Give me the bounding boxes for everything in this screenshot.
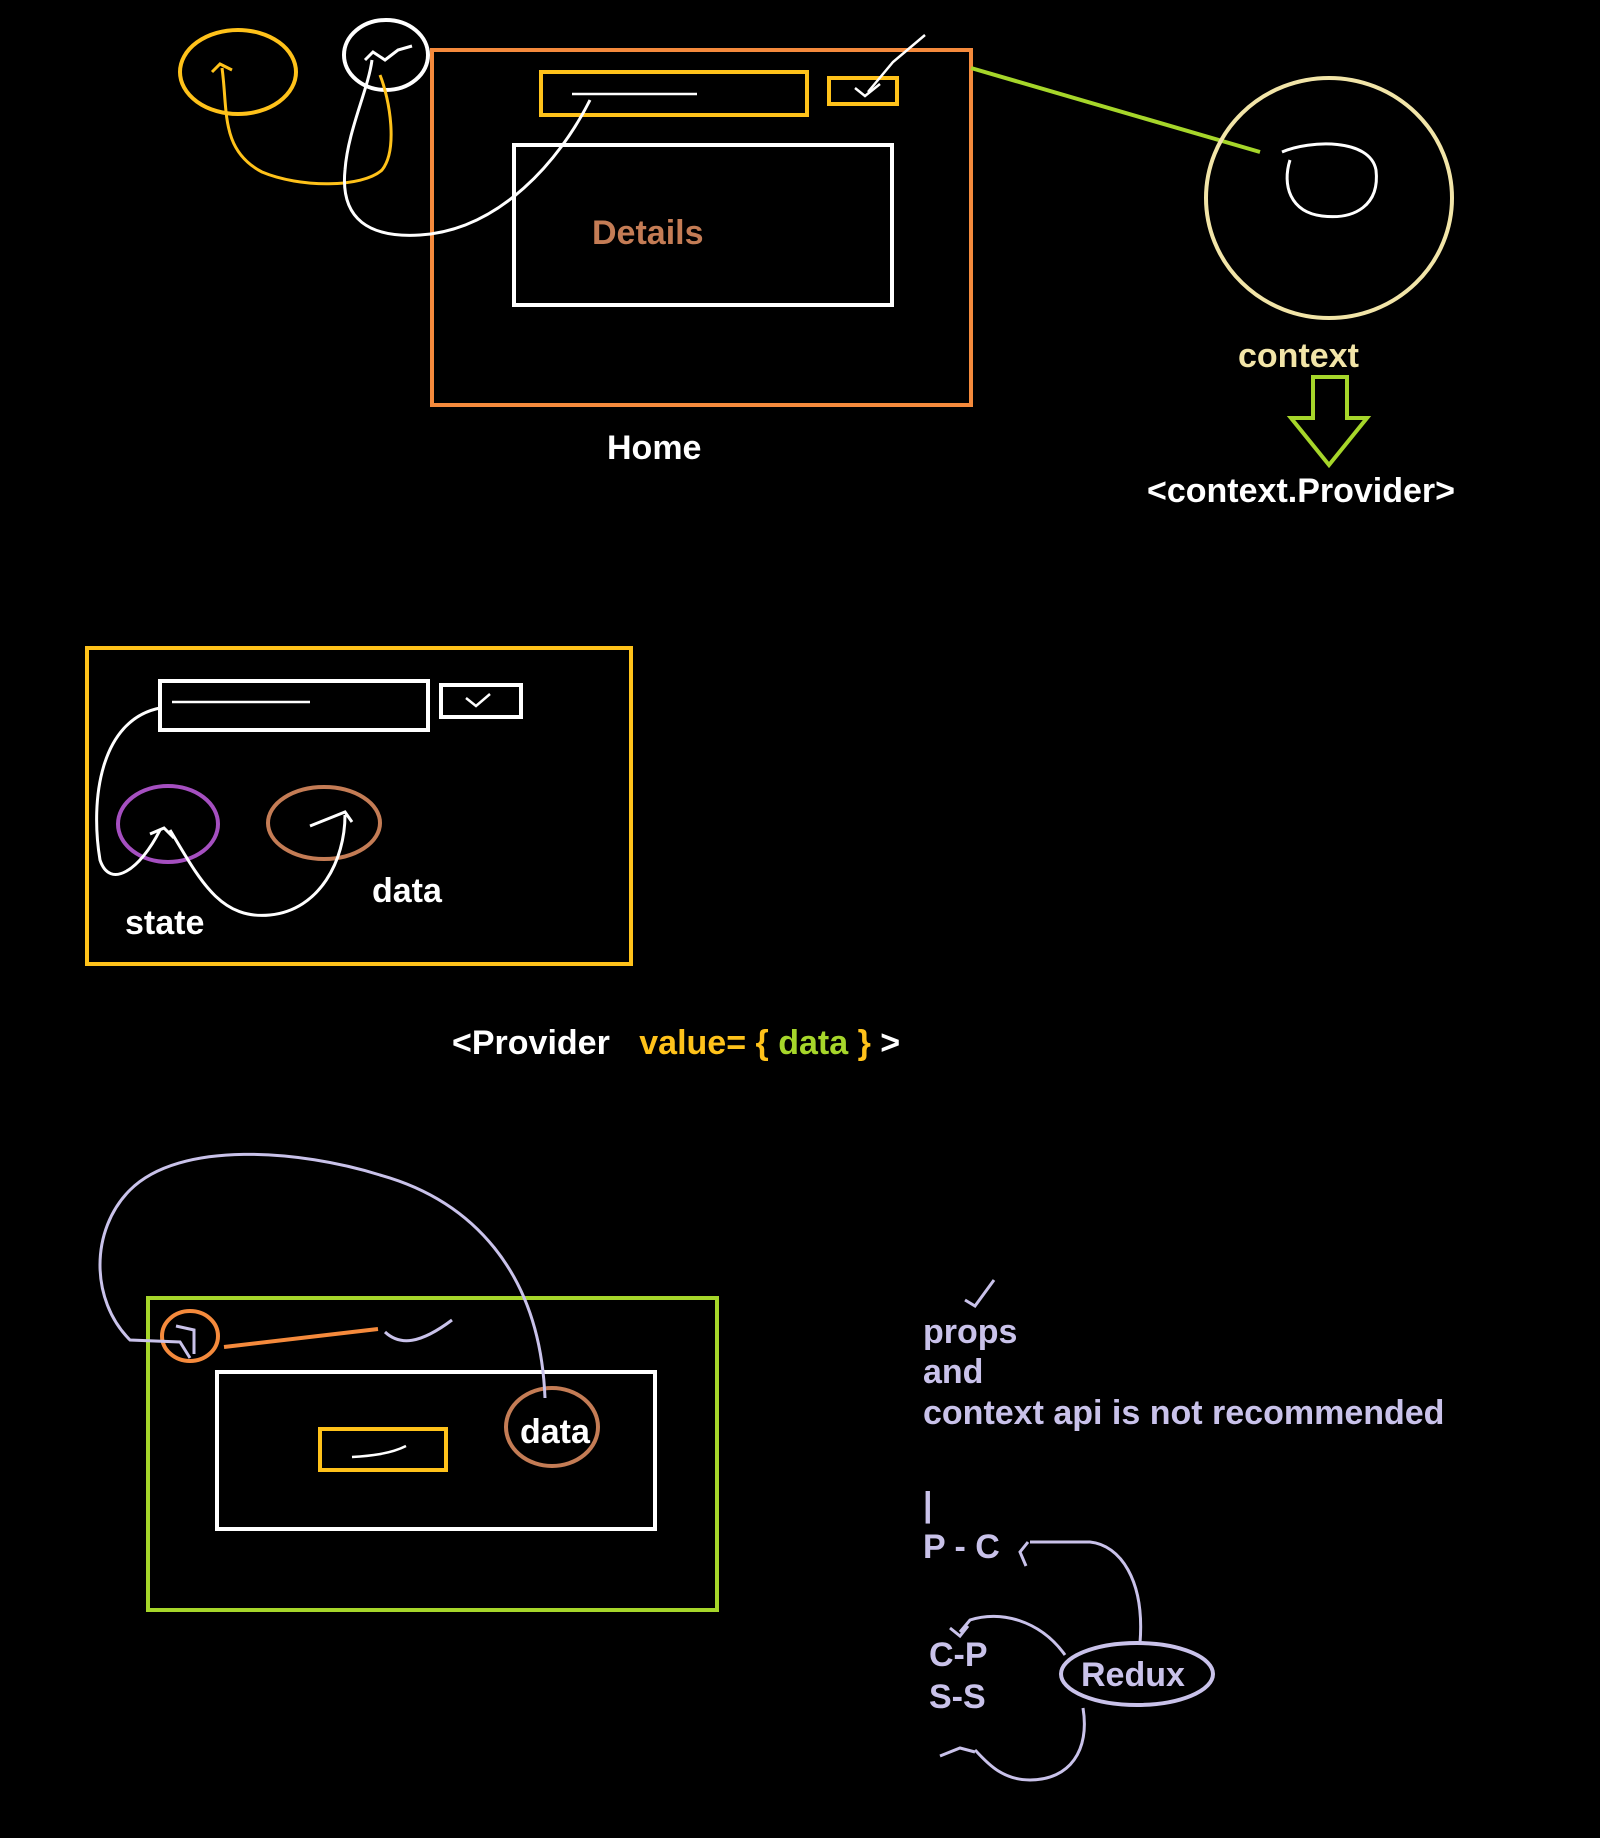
provider-brace-open: { (756, 1024, 769, 1062)
parent-component-box (85, 646, 633, 966)
bottom-section: data (98, 1152, 719, 1612)
provider-value-code: <Provider value= { data } > (452, 1024, 900, 1062)
consumer-data-label: data (520, 1413, 591, 1451)
details-label: Details (592, 214, 704, 252)
note-context-api: context api is not recommended (923, 1394, 1444, 1432)
notes-section: props and context api is not recommended… (923, 1279, 1444, 1782)
props-check-mark (964, 1279, 996, 1308)
mid-input-to-state-curve (95, 706, 162, 876)
pc-arrow-head (1018, 1541, 1030, 1567)
context-inner-scribble (1281, 142, 1378, 219)
lavender-check-mark (383, 1318, 453, 1343)
button-check-stroke (867, 34, 926, 93)
yellow-state-circle (178, 28, 298, 116)
redux-to-cp-curve (958, 1614, 1067, 1656)
state-label: state (125, 904, 204, 942)
lavender-arrow-head (175, 1324, 196, 1354)
brown-consumer-data-circle (504, 1386, 600, 1468)
note-pc: P - C (923, 1528, 1000, 1566)
note-ss: S-S (929, 1678, 986, 1716)
note-and: and (923, 1353, 983, 1391)
redux-to-pc-curve (1030, 1540, 1143, 1644)
cp-arrow-head (949, 1625, 970, 1639)
details-component-box (512, 143, 894, 307)
lavender-long-connector (98, 1152, 547, 1399)
button-box (827, 76, 899, 106)
orange-link-line (223, 1327, 379, 1349)
yellow-arrow-head (210, 62, 233, 74)
note-pipe: | (923, 1486, 933, 1524)
context-label: context (1238, 337, 1359, 375)
provider-value-var: data (778, 1024, 849, 1062)
home-label: Home (607, 429, 701, 467)
context-circle (1204, 76, 1454, 320)
provider-value-attr: value= (639, 1024, 746, 1062)
provider-tag-open: <Provider (452, 1024, 610, 1062)
mid-button-check (465, 693, 491, 708)
context-link-line (970, 66, 1261, 154)
redux-label: Redux (1081, 1656, 1185, 1694)
consumer-inner-box (215, 1370, 657, 1531)
top-section: Details Home context <context.Provider> (178, 18, 1455, 510)
mid-button-box (439, 683, 523, 719)
ss-arrow-head (939, 1746, 976, 1758)
yellow-connector-curve (220, 67, 393, 186)
purple-state-circle (116, 784, 220, 864)
input-field-box (539, 70, 809, 117)
white-check-mark (363, 44, 413, 62)
mid-input-field-box (158, 679, 430, 732)
brown-data-circle (266, 785, 382, 861)
context-provider-label: <context.Provider> (1147, 472, 1455, 510)
provider-tag-close: > (880, 1024, 900, 1062)
home-component-box (430, 48, 973, 407)
down-arrow-icon (1286, 375, 1372, 469)
data-arrow-head (309, 810, 354, 828)
state-to-data-curve (168, 814, 347, 917)
note-props: props (923, 1313, 1017, 1351)
consumer-input-box (318, 1427, 448, 1472)
redux-to-ss-curve (973, 1707, 1086, 1782)
consumer-outer-box (146, 1296, 719, 1612)
provider-brace-close: } (858, 1024, 871, 1062)
consumer-input-text-line (351, 1444, 407, 1459)
white-connector-curve (342, 59, 592, 237)
middle-section: state data <Provider value= { data } > (85, 646, 900, 1062)
orange-handler-circle (160, 1309, 220, 1363)
note-cp: C-P (929, 1636, 988, 1674)
redux-ellipse (1059, 1641, 1215, 1707)
button-check-mark (854, 83, 881, 98)
state-arrow-head (149, 826, 176, 840)
data-label: data (372, 872, 443, 910)
